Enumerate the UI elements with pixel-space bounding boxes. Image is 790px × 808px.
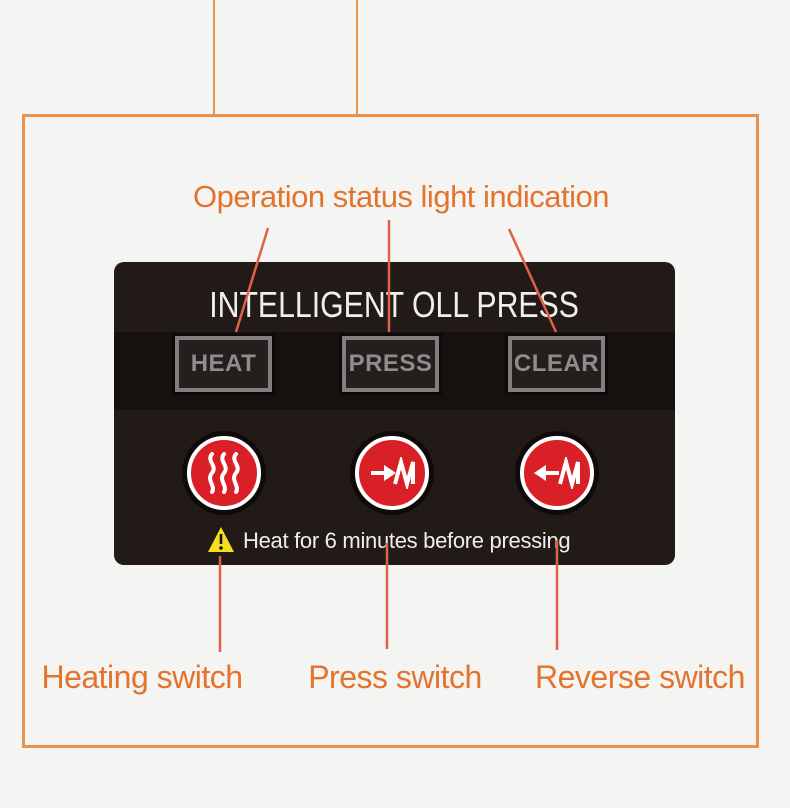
top-connector-line-right bbox=[356, 0, 358, 116]
reverse-switch-label: Reverse switch bbox=[535, 659, 745, 695]
arrow-left-spring-icon bbox=[534, 457, 580, 489]
panel-title-text: INTELLIGENT OLL PRESS bbox=[209, 284, 580, 325]
press-indicator-label: PRESS bbox=[348, 350, 433, 377]
clear-indicator-light: CLEAR bbox=[508, 336, 605, 392]
arrow-right-spring-icon bbox=[371, 457, 415, 489]
heat-indicator-light: HEAT bbox=[175, 336, 272, 392]
reverse-switch-button bbox=[520, 436, 594, 510]
control-panel: INTELLIGENT OLL PRESS HEAT PRESS CLEAR bbox=[114, 262, 675, 565]
top-connector-line-left bbox=[213, 0, 215, 116]
warning-text: Heat for 6 minutes before pressing bbox=[243, 528, 571, 553]
clear-indicator-label: CLEAR bbox=[513, 350, 600, 377]
press-switch-button bbox=[355, 436, 429, 510]
warning-triangle-icon bbox=[208, 527, 234, 552]
diagram-frame bbox=[22, 114, 759, 748]
press-indicator-light: PRESS bbox=[342, 336, 439, 392]
heat-indicator-label: HEAT bbox=[190, 350, 257, 377]
heating-switch-button bbox=[187, 436, 261, 510]
press-switch-label: Press switch bbox=[308, 659, 482, 695]
heating-switch-label: Heating switch bbox=[41, 659, 243, 695]
panel-title: INTELLIGENT OLL PRESS bbox=[114, 284, 675, 326]
operation-status-label: Operation status light indication bbox=[192, 179, 610, 214]
heat-waves-icon bbox=[208, 452, 240, 494]
